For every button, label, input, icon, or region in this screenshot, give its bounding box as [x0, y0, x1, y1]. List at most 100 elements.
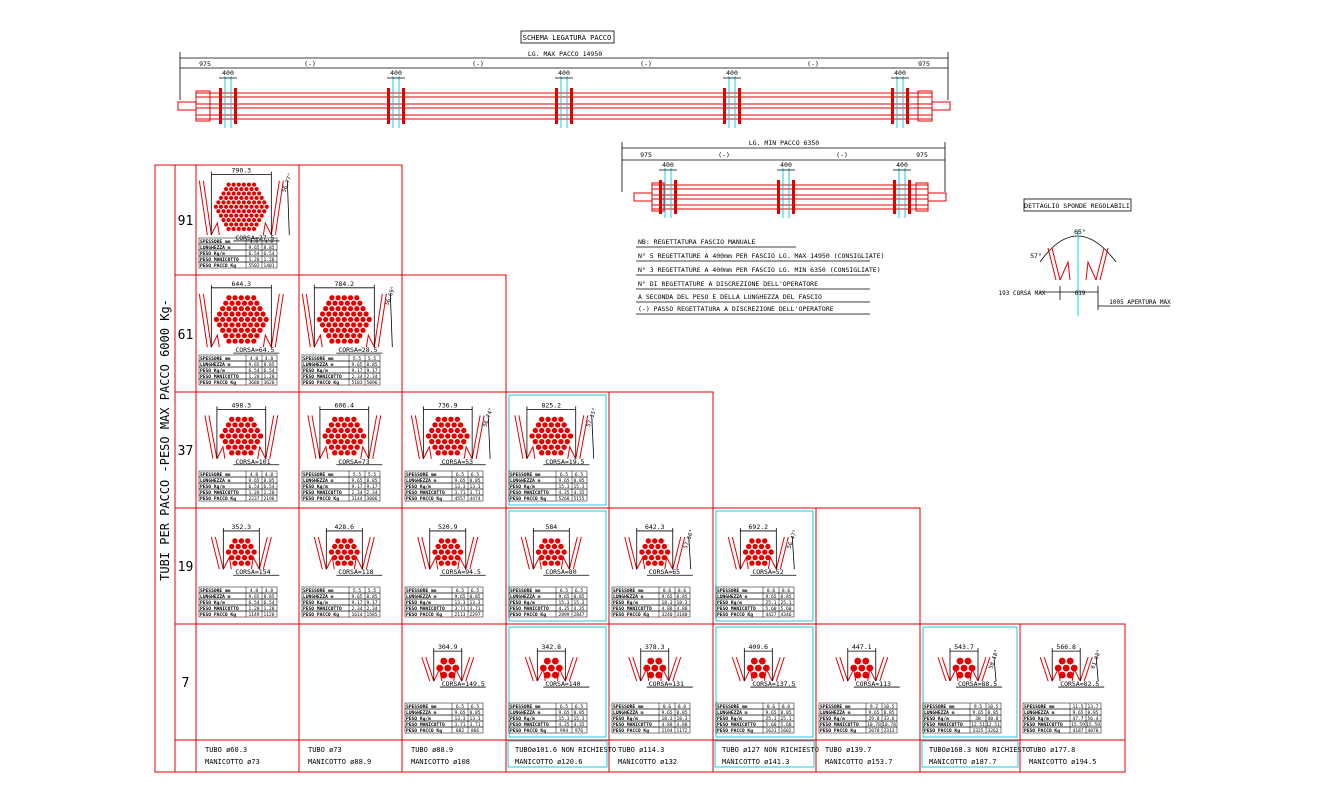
- pipe-section: [328, 432, 335, 440]
- pipe-section: [645, 549, 652, 556]
- pipe-section: [554, 560, 561, 567]
- table-value: 3144: [351, 496, 362, 502]
- table-label: PESO PACCO Kg: [820, 728, 856, 734]
- pipe-section: [654, 543, 662, 550]
- pipe-section: [543, 671, 552, 679]
- pipe-section: [447, 554, 455, 561]
- pipe-section: [338, 438, 345, 445]
- strap: [555, 88, 558, 124]
- pipe-section: [243, 186, 249, 192]
- table-label: LUNGHEZZA m: [200, 245, 231, 251]
- pipe-section: [543, 657, 552, 665]
- table-label: SPESSORE mm: [200, 356, 231, 362]
- table-value: 56.4: [1087, 716, 1098, 722]
- pipe-section: [435, 416, 442, 423]
- pipe-section: [347, 432, 354, 440]
- table-value: 8.85: [469, 594, 480, 600]
- bundle-width: 644.3: [232, 280, 252, 288]
- pipe-section: [223, 204, 229, 210]
- pipe-section: [334, 432, 342, 440]
- pipe-section: [341, 432, 348, 440]
- corsa-label: CORSA=101: [235, 458, 270, 466]
- table-value: 18.3: [676, 600, 687, 606]
- pipe-section: [645, 560, 652, 567]
- corsa-label: CORSA=113: [856, 680, 891, 688]
- pipe-section: [322, 316, 329, 323]
- cradle-side: [867, 656, 889, 682]
- table-value: 8.85: [263, 362, 274, 368]
- pipe-section: [447, 671, 456, 679]
- table-label: PESO Kg/m: [406, 600, 431, 606]
- pipe-section: [431, 444, 439, 451]
- corsa-label: CORSA=19.5: [545, 458, 584, 466]
- table-value: 4.35: [573, 490, 584, 496]
- cradle-side: [453, 656, 475, 682]
- table-value: 3325: [972, 728, 983, 734]
- pipe-section: [243, 195, 249, 201]
- cradle-side: [514, 415, 536, 460]
- table-value: 3.71: [469, 722, 480, 728]
- pipe-section: [226, 226, 232, 232]
- pipe-section: [451, 549, 458, 556]
- pipe-section: [331, 416, 338, 423]
- pipe-section: [256, 305, 263, 312]
- bundle-width: 342.8: [542, 643, 562, 651]
- pipe-section: [748, 537, 755, 545]
- max-pack-gap-1: (-): [304, 60, 316, 68]
- pipe-section: [259, 204, 265, 210]
- pipe-section: [244, 549, 251, 556]
- pipe-section: [460, 438, 467, 445]
- pipe-section: [338, 321, 345, 328]
- pipe-section: [354, 444, 361, 451]
- pipe-section: [225, 316, 232, 323]
- table-value: 8.85: [573, 710, 584, 716]
- table-value: 29.8: [868, 716, 879, 722]
- cradle-side: [567, 415, 589, 460]
- table-value: 9.65: [1072, 710, 1083, 716]
- grid-cell: [815, 507, 921, 625]
- pipe-section: [328, 338, 335, 345]
- bundle-width: 825.2: [542, 401, 562, 409]
- pipe-section: [231, 191, 237, 197]
- pipe-section: [334, 537, 342, 545]
- pipe-section: [325, 332, 332, 339]
- pipe-section: [225, 294, 232, 301]
- table-label: SPESSORE mm: [200, 588, 231, 594]
- table-label: PESO Kg/m: [406, 484, 431, 490]
- pipe-section: [535, 549, 542, 556]
- pipe-section: [350, 543, 358, 550]
- pipe-section: [356, 311, 363, 318]
- pipe-section: [231, 421, 238, 429]
- bundle-width: 447.1: [852, 643, 872, 651]
- table-value: 8.6: [663, 588, 672, 594]
- pipe-section: [241, 311, 248, 318]
- table-value: 1.28: [263, 490, 274, 496]
- table-value: 4.8: [250, 588, 259, 594]
- pipe-section: [441, 427, 448, 434]
- pipe-section: [538, 438, 545, 445]
- pipe-section: [341, 537, 348, 545]
- pipe-section: [331, 321, 338, 328]
- row-label: 37: [178, 444, 194, 459]
- pipe-section: [250, 338, 257, 345]
- pipe-section: [356, 332, 363, 339]
- pipe-section: [235, 427, 242, 434]
- pipe-section: [344, 543, 351, 550]
- pipe-section: [754, 664, 763, 672]
- bundle-width: 736.9: [438, 401, 458, 409]
- pipe-section: [247, 438, 254, 445]
- table-value: 2.34: [351, 374, 362, 380]
- pipe-section: [454, 449, 461, 456]
- pipe-section: [256, 217, 262, 223]
- table-value: 13.3: [454, 600, 465, 606]
- pipe-section: [447, 449, 455, 456]
- table-value: 15.3: [558, 600, 569, 606]
- table-value: 8.6: [767, 588, 776, 594]
- table-value: 25.1: [765, 716, 776, 722]
- table-value: 15.3: [558, 484, 569, 490]
- pipe-section: [251, 191, 257, 197]
- table-label: PESO PACCO Kg: [406, 496, 442, 502]
- bundle-width: 584: [545, 523, 557, 531]
